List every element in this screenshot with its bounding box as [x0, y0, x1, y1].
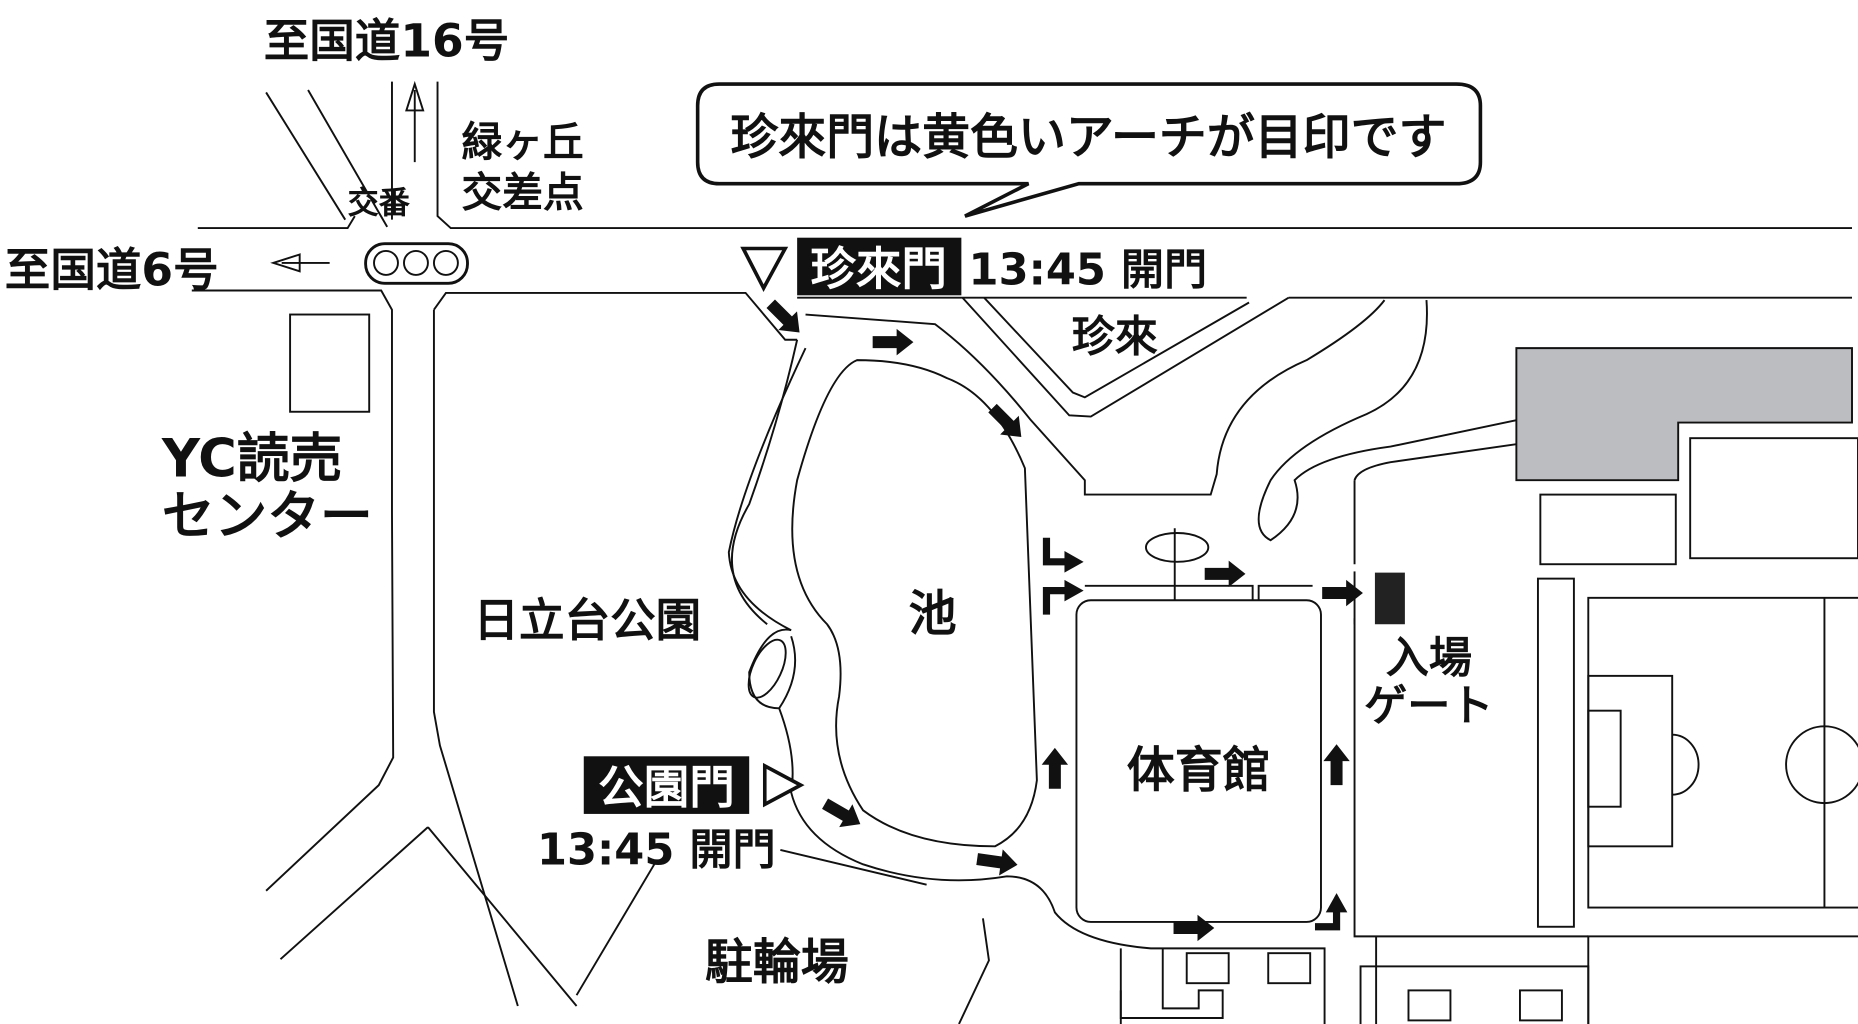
building [1185, 952, 1230, 985]
turn-arrow-icon [1064, 579, 1084, 602]
label-chinrai: 珍來 [1072, 313, 1158, 363]
label-gym: 体育館 [1127, 742, 1271, 798]
route-arrow-icon [818, 792, 867, 836]
label-entrance-2: ゲート [1364, 681, 1493, 731]
label-yc-2: センター [162, 486, 373, 547]
route-arrow-icon [1041, 747, 1069, 789]
route-arrow-icon [1323, 744, 1350, 786]
entrance-gate-marker [1374, 572, 1405, 625]
building [1536, 577, 1575, 928]
building [1407, 989, 1452, 1022]
route-arrow-icon [1322, 579, 1363, 607]
park-gate-name: 公園門 [598, 761, 735, 814]
chinrai-gate-name: 珍來門 [810, 242, 947, 295]
callout-bubble: 珍來門は黄色いアーチが目印です [695, 82, 1483, 218]
label-route6: 至国道6号 [5, 244, 219, 297]
label-intersection-2: 交差点 [462, 168, 584, 216]
route-arrow-icon [983, 398, 1031, 447]
arrow-north-icon [405, 80, 425, 163]
callout-text: 珍來門は黄色いアーチが目印です [730, 110, 1446, 166]
building [1267, 952, 1312, 985]
building [1359, 965, 1590, 1024]
traffic-signal-icon [364, 242, 469, 285]
park-gate-time: 13:45 開門 [537, 825, 776, 875]
route-arrow-icon [872, 328, 914, 356]
soccer-field [1587, 596, 1858, 909]
turn-arrow-icon [1314, 909, 1341, 931]
building [1519, 989, 1563, 1022]
label-yc-1: YC読売 [161, 429, 342, 490]
label-intersection-1: 緑ヶ丘 [462, 118, 584, 166]
building [1587, 935, 1858, 1024]
yc-building [289, 313, 371, 413]
arrow-west-icon [270, 253, 330, 273]
building [1119, 948, 1224, 1019]
roads [191, 81, 1853, 1024]
park-gate-label: 公園門 13:45 開門 [537, 756, 805, 875]
chinrai-gate-label: 珍來門 13:45 開門 [740, 237, 1208, 296]
gray-building [1515, 347, 1853, 482]
building [1689, 437, 1858, 560]
label-park: 日立台公園 [473, 594, 701, 647]
turn-arrow-icon [1042, 587, 1067, 615]
turn-arrow-icon [1064, 551, 1084, 573]
chinrai-gate-time: 13:45 開門 [969, 245, 1208, 295]
label-route16: 至国道16号 [264, 14, 510, 67]
label-koban: 交番 [348, 186, 411, 222]
gate-marker-down-icon [740, 246, 789, 292]
route-arrow-icon [1173, 914, 1215, 942]
route-arrow-icon [761, 294, 809, 342]
route-arrow-icon [975, 846, 1020, 878]
label-bicycle-parking: 駐輪場 [705, 934, 849, 990]
label-pond: 池 [909, 586, 957, 642]
turn-arrow-icon [1325, 893, 1348, 913]
turn-arrow-icon [1042, 537, 1067, 566]
route-arrows [761, 294, 1363, 942]
label-entrance-1: 入場 [1386, 633, 1472, 683]
route-arrow-icon [1204, 560, 1246, 588]
gate-marker-right-icon [762, 762, 805, 808]
building [1539, 493, 1677, 566]
